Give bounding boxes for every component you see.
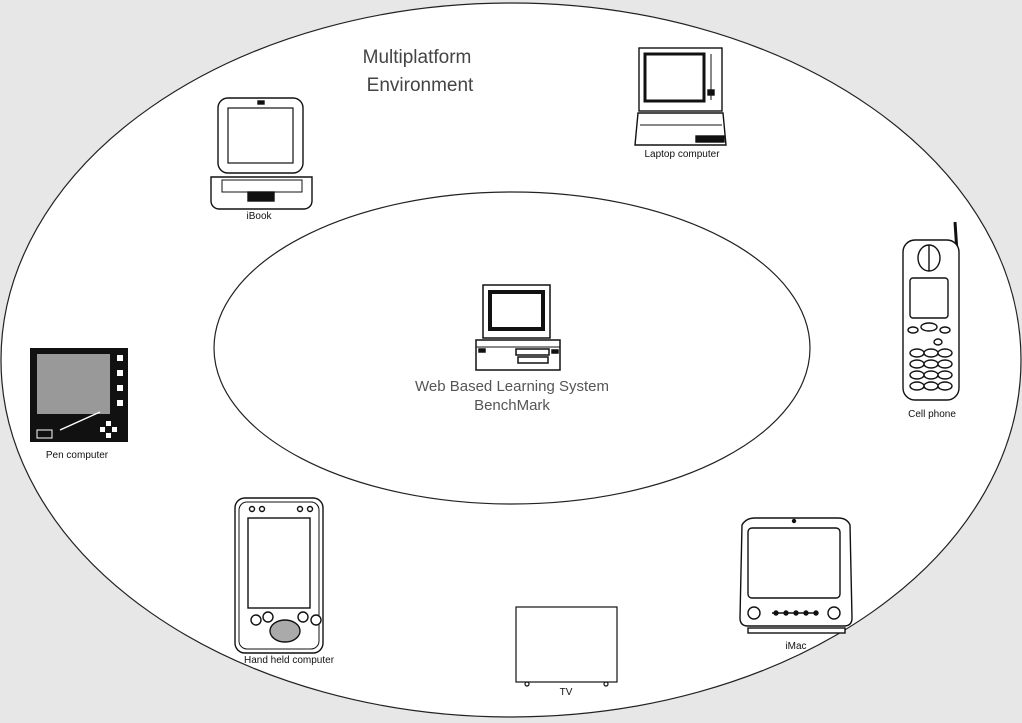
desktop-computer-icon (475, 284, 561, 371)
environment-title-line1: Multiplatform (363, 47, 472, 68)
hand-held-computer-icon (234, 497, 324, 654)
laptop-computer-label: Laptop computer (644, 149, 720, 160)
center-label-line2: BenchMark (474, 397, 550, 414)
ibook-icon (210, 97, 313, 210)
imac-label: iMac (785, 641, 806, 652)
hand-held-computer-label: Hand held computer (244, 655, 335, 666)
environment-title-line2: Environment (367, 75, 474, 96)
tv-icon (515, 606, 618, 687)
ibook-label: iBook (246, 211, 272, 222)
cell-phone-label: Cell phone (908, 409, 956, 420)
cell-phone-icon (902, 221, 960, 401)
laptop-computer-icon (634, 47, 727, 146)
tv-label: TV (560, 687, 573, 698)
imac-icon (739, 517, 853, 634)
center-label-line1: Web Based Learning System (415, 378, 609, 395)
pen-computer-label: Pen computer (46, 450, 109, 461)
pen-computer-icon (30, 348, 128, 442)
